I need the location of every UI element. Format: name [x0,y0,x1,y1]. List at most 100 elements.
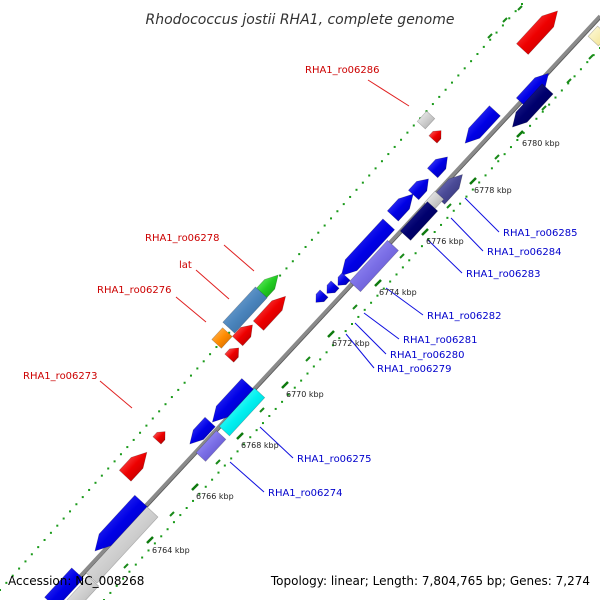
gene-ro06286-grey[interactable] [416,110,436,130]
sequence-backbone-shadow [60,18,600,600]
kbp-label-6764: 6764 kbp [152,546,190,555]
gene-label-ro06281[interactable]: RHA1_ro06281 [403,335,478,346]
gene-navy-top[interactable] [511,83,554,128]
guide-dot-upper [374,167,377,170]
guide-dot-lower [370,301,373,304]
guide-dot-upper [368,174,371,177]
gene-label-ro06283[interactable]: RHA1_ro06283 [466,269,541,280]
guide-dot-lower [128,570,131,573]
guide-dot-upper [304,245,307,248]
guide-dot-upper [189,374,192,377]
gene-cream-corner[interactable] [587,25,600,47]
guide-dot-lower [357,315,360,318]
gene-ro06285-slate[interactable] [433,174,463,205]
gene-blue-l[interactable] [94,494,148,552]
leader-ro06274 [229,461,265,493]
gene-grey-l[interactable] [85,506,159,584]
guide-dot-upper [470,60,473,63]
gene-label-ro06284[interactable]: RHA1_ro06284 [487,247,562,258]
guide-dot-upper [336,210,339,213]
gene-red-top[interactable] [516,10,559,55]
guide-dot-upper [0,589,1,591]
guide-dot-upper [457,74,460,77]
gene-label-ro06276[interactable]: RHA1_ro06276 [97,285,172,296]
gene-grey-m[interactable] [61,576,100,600]
kbp-label-6780: 6780 kbp [522,139,560,148]
gene-red-small[interactable] [224,347,240,363]
guide-dot-upper [508,17,511,20]
minor-tick-7 [446,203,452,209]
gene-blue-b[interactable] [464,105,501,144]
gene-ro06276-orange[interactable] [211,327,233,349]
guide-dot-lower [509,146,512,149]
gene-blue-j[interactable] [211,378,254,423]
gene-blue-c[interactable] [426,156,448,179]
gene-ro06283-violet[interactable] [349,239,399,293]
guide-dot-lower [109,591,112,594]
guide-dot-lower [548,103,551,106]
guide-dot-upper [476,53,479,56]
guide-dot-lower [389,280,392,283]
guide-dot-lower [179,514,182,517]
leader-ro06275 [259,426,294,459]
guide-dot-upper [342,203,345,206]
guide-dot-upper [56,524,59,527]
gene-label-ro06279[interactable]: RHA1_ro06279 [377,364,452,375]
gene-lat-steel[interactable] [222,286,268,334]
guide-dot-upper [279,274,282,277]
guide-dot-lower [478,181,481,184]
gene-ro06273-red-small[interactable] [152,431,166,445]
guide-dot-upper [349,195,352,198]
guide-dot-upper [495,31,498,34]
gene-label-lat[interactable]: lat [179,260,192,271]
gene-blue-h[interactable] [326,280,340,294]
gene-ro06286-red[interactable] [428,130,442,144]
guide-dot-lower [325,351,328,354]
kbp-tick-5 [374,279,382,287]
gene-blue-i[interactable] [315,289,329,303]
guide-dot-upper [100,474,103,477]
gene-red-mid2[interactable] [231,324,253,347]
gene-blue-e[interactable] [386,193,414,222]
guide-dot-upper [215,346,218,349]
guide-dot-upper [209,353,212,356]
gene-ro06284-navy[interactable] [399,201,439,241]
genome-title: Rhodococcus jostii RHA1, complete genome [145,12,454,28]
gene-label-ro06275[interactable]: RHA1_ro06275 [297,454,372,465]
guide-dot-upper [107,467,110,470]
leader-ro06285 [464,197,500,233]
guide-dot-upper [94,481,97,484]
gene-label-ro06273[interactable]: RHA1_ro06273 [23,371,98,382]
guide-dot-upper [24,560,27,563]
guide-dot-upper [431,103,434,106]
guide-dot-lower [573,75,576,78]
gene-blue-k[interactable] [189,416,216,445]
kbp-label-6778: 6778 kbp [474,186,512,195]
kbp-label-6772: 6772 kbp [332,339,370,348]
guide-dot-upper [425,110,428,113]
gene-blue-f[interactable] [340,218,396,277]
kbp-label-6774: 6774 kbp [379,288,417,297]
gene-blue-m[interactable] [44,567,84,600]
gene-label-ro06282[interactable]: RHA1_ro06282 [427,311,502,322]
gene-ro06273-red[interactable] [118,451,148,482]
guide-dot-upper [132,438,135,441]
guide-dot-upper [228,331,231,334]
leader-ro06286 [367,79,410,107]
gene-label-ro06278[interactable]: RHA1_ro06278 [145,233,220,244]
minor-tick-2 [215,459,221,465]
guide-dot-lower [211,478,214,481]
guide-dot-lower [529,124,532,127]
gene-blue-d[interactable] [407,178,429,201]
upper-tick-2 [487,33,493,39]
gene-label-ro06286[interactable]: RHA1_ro06286 [305,65,380,76]
gene-label-ro06285[interactable]: RHA1_ro06285 [503,228,578,239]
gene-label-ro06280[interactable]: RHA1_ro06280 [390,350,465,361]
gene-cyan[interactable] [218,387,266,437]
guide-dot-lower [420,245,423,248]
gene-blue-g[interactable] [337,272,351,286]
gene-ro06274-violet[interactable] [195,430,227,462]
gene-red-mid[interactable] [252,295,287,331]
gene-label-ro06274[interactable]: RHA1_ro06274 [268,488,343,499]
